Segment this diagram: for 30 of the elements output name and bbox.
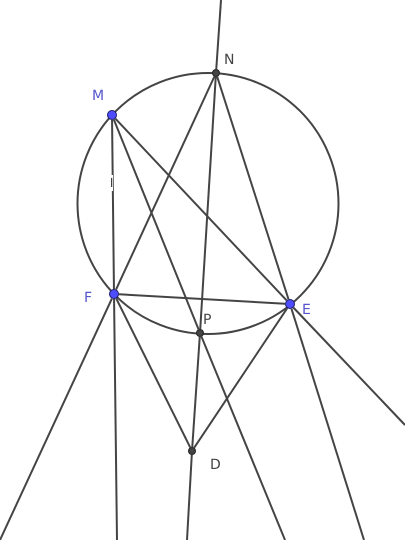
point-label: M — [92, 88, 104, 104]
point-label: F — [84, 290, 92, 306]
line — [114, 118, 288, 302]
point-label: E — [302, 302, 311, 318]
line-label: l — [110, 175, 114, 191]
line — [115, 76, 216, 290]
line — [191, 336, 201, 448]
line — [193, 308, 288, 448]
line — [113, 298, 118, 540]
line — [215, 0, 222, 70]
line — [199, 76, 217, 330]
point-label: N — [224, 52, 234, 68]
point — [188, 447, 196, 455]
line — [115, 298, 192, 448]
point — [212, 69, 220, 77]
line — [290, 308, 365, 540]
point — [285, 299, 295, 309]
point — [107, 110, 117, 120]
line — [216, 76, 290, 300]
line — [0, 298, 113, 540]
line — [186, 454, 193, 540]
line — [292, 306, 405, 426]
point-label: P — [203, 312, 212, 328]
point — [196, 329, 204, 337]
point-label: D — [210, 457, 221, 473]
line — [118, 293, 286, 305]
line — [200, 336, 286, 540]
line — [111, 120, 115, 290]
line — [112, 119, 200, 330]
point — [109, 289, 119, 299]
